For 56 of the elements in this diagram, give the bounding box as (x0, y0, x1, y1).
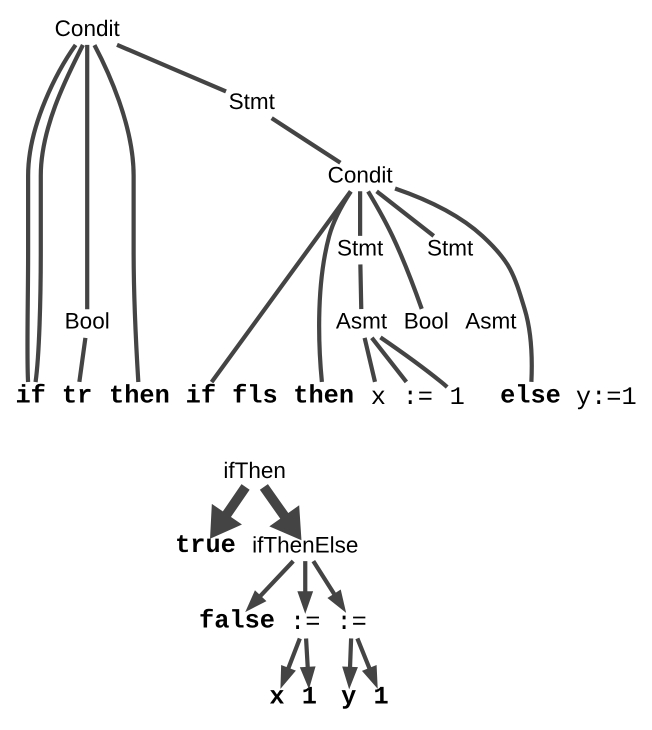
connector (77, 337, 88, 382)
node-text: Asmt (336, 308, 388, 334)
connector (394, 186, 534, 382)
node-text: Stmt (427, 234, 474, 260)
label: Asmt (465, 308, 517, 334)
node-text: 1 (373, 682, 389, 712)
connector (270, 116, 342, 164)
node-text: tr (62, 381, 92, 410)
node-text: 1 (450, 382, 465, 412)
node-text: y (341, 682, 356, 712)
connector (92, 44, 140, 382)
node-text: x (269, 682, 285, 712)
connector (25, 43, 78, 382)
node-text: := (402, 382, 433, 412)
connector (317, 190, 353, 382)
node-text: Condit (328, 162, 393, 187)
connector (358, 264, 364, 309)
connector (362, 336, 378, 382)
arrow (342, 638, 358, 689)
arrow (297, 560, 314, 614)
node-text: x (370, 382, 386, 412)
node-text: := (336, 608, 367, 637)
node-text: := (290, 608, 320, 637)
arrow (280, 637, 302, 688)
connector (379, 335, 449, 388)
node-text: Stmt (336, 234, 384, 260)
connector (375, 189, 436, 238)
arrow (245, 559, 295, 612)
node-text: then (293, 381, 354, 410)
node-text: Stmt (228, 88, 275, 114)
node-text: else (500, 381, 561, 410)
node-text: if (15, 381, 46, 410)
node-text: if (186, 381, 216, 410)
connector (210, 190, 352, 383)
arrow (355, 637, 378, 688)
connector (33, 44, 85, 382)
connector (116, 42, 227, 93)
node-text: true (175, 530, 236, 560)
arrow (300, 638, 316, 689)
connector (358, 190, 362, 236)
label: y:=1 (576, 382, 637, 412)
node-text: 1 (302, 682, 317, 712)
node-text: Condit (54, 16, 120, 41)
arrow (210, 484, 250, 538)
connector (85, 44, 90, 309)
node-text: then (109, 381, 170, 410)
node-text: fls (232, 381, 278, 410)
node-text: ifThen (223, 457, 286, 482)
arrow (260, 484, 302, 540)
node-text: Bool (64, 308, 110, 334)
connector (366, 190, 424, 310)
node-text: ifThenElse (252, 532, 358, 557)
connector (370, 336, 408, 383)
node-text: false (199, 606, 275, 636)
arrow (312, 560, 346, 612)
node-text: Bool (404, 308, 449, 334)
